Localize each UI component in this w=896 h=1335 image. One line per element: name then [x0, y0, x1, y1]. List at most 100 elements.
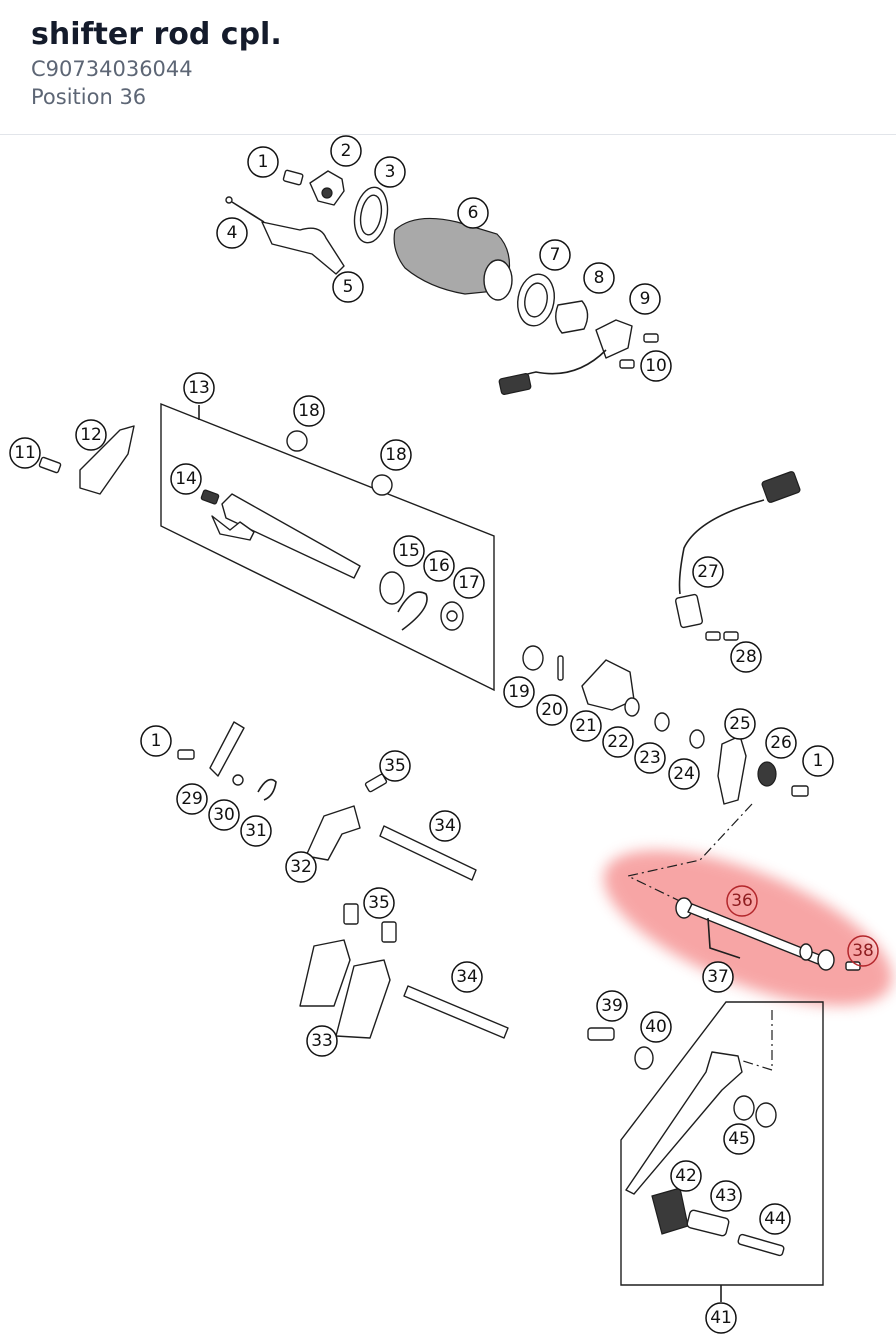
callout[interactable]: 40 — [640, 1011, 672, 1043]
callout[interactable]: 10 — [640, 350, 672, 382]
shift-drum-assembly — [225, 169, 659, 395]
callout[interactable]: 19 — [503, 676, 535, 708]
svg-text:21: 21 — [575, 716, 597, 736]
callout[interactable]: 28 — [730, 641, 762, 673]
callout[interactable]: 3 — [374, 156, 406, 188]
callout[interactable]: 32 — [285, 851, 317, 883]
callout[interactable]: 24 — [668, 758, 700, 790]
callout[interactable]: 18 — [380, 439, 412, 471]
svg-text:28: 28 — [735, 647, 757, 667]
callout[interactable]: 44 — [759, 1203, 791, 1235]
svg-text:2: 2 — [341, 141, 352, 161]
svg-text:26: 26 — [770, 733, 792, 753]
svg-text:1: 1 — [151, 731, 162, 751]
callout[interactable]: 41 — [705, 1302, 737, 1334]
callout[interactable]: 34 — [451, 961, 483, 993]
callout[interactable]: 1 — [247, 146, 279, 178]
svg-text:23: 23 — [639, 748, 661, 768]
svg-text:14: 14 — [175, 469, 197, 489]
page-title: shifter rod cpl. — [31, 17, 282, 52]
svg-text:36: 36 — [731, 891, 753, 911]
svg-text:5: 5 — [343, 277, 354, 297]
svg-text:38: 38 — [852, 941, 874, 961]
callout[interactable]: 21 — [570, 710, 602, 742]
shift-fork-parts — [177, 721, 509, 1039]
svg-text:44: 44 — [764, 1209, 786, 1229]
callout[interactable]: 1 — [140, 725, 172, 757]
callout[interactable]: 17 — [453, 567, 485, 599]
callout[interactable]: 35 — [379, 750, 411, 782]
callout[interactable]: 42 — [670, 1160, 702, 1192]
svg-text:7: 7 — [550, 245, 561, 265]
callout[interactable]: 34 — [429, 810, 461, 842]
svg-text:20: 20 — [541, 700, 563, 720]
callout[interactable]: 16 — [423, 550, 455, 582]
svg-text:42: 42 — [675, 1166, 697, 1186]
callout[interactable]: 15 — [393, 535, 425, 567]
callout[interactable]: 7 — [539, 239, 571, 271]
part-number: C90734036044 — [31, 57, 193, 81]
svg-text:22: 22 — [607, 732, 629, 752]
svg-text:18: 18 — [298, 401, 320, 421]
svg-text:32: 32 — [290, 857, 312, 877]
callout[interactable]: 1 — [802, 745, 834, 777]
svg-text:30: 30 — [213, 805, 235, 825]
callout[interactable]: 39 — [596, 990, 628, 1022]
callout[interactable]: 23 — [634, 742, 666, 774]
svg-text:4: 4 — [227, 223, 238, 243]
shift-lever-frame — [620, 1001, 824, 1286]
svg-text:18: 18 — [385, 445, 407, 465]
callout[interactable]: 33 — [306, 1025, 338, 1057]
callout[interactable]: 20 — [536, 694, 568, 726]
svg-text:6: 6 — [468, 203, 479, 223]
callout[interactable]: 43 — [710, 1180, 742, 1212]
callout[interactable]: 22 — [602, 726, 634, 758]
callout[interactable]: 9 — [629, 283, 661, 315]
svg-text:16: 16 — [428, 556, 450, 576]
callout[interactable]: 25 — [724, 708, 756, 740]
callout[interactable]: 31 — [240, 815, 272, 847]
callout[interactable]: 29 — [176, 783, 208, 815]
callout[interactable]: 14 — [170, 463, 202, 495]
callout[interactable]: 8 — [583, 262, 615, 294]
callout[interactable]: 35 — [363, 887, 395, 919]
callout[interactable]: 45 — [723, 1123, 755, 1155]
callout[interactable]: 38 — [847, 935, 879, 967]
callout[interactable]: 36 — [726, 885, 758, 917]
svg-text:41: 41 — [710, 1308, 732, 1328]
svg-text:19: 19 — [508, 682, 530, 702]
callout[interactable]: 37 — [702, 961, 734, 993]
svg-text:43: 43 — [715, 1186, 737, 1206]
svg-text:11: 11 — [14, 443, 36, 463]
callout[interactable]: 5 — [332, 271, 364, 303]
svg-text:35: 35 — [384, 756, 406, 776]
svg-text:15: 15 — [398, 541, 420, 561]
callout[interactable]: 11 — [9, 437, 41, 469]
svg-text:3: 3 — [385, 162, 396, 182]
svg-text:25: 25 — [729, 714, 751, 734]
shift-shaft-parts — [38, 425, 809, 805]
callout[interactable]: 13 — [183, 372, 215, 404]
callout[interactable]: 6 — [457, 197, 489, 229]
sensor-assembly — [674, 471, 801, 641]
callout[interactable]: 12 — [75, 419, 107, 451]
callout[interactable]: 26 — [765, 727, 797, 759]
svg-text:35: 35 — [368, 893, 390, 913]
svg-text:13: 13 — [188, 378, 210, 398]
svg-text:27: 27 — [697, 562, 719, 582]
svg-text:1: 1 — [813, 751, 824, 771]
callout[interactable]: 2 — [330, 135, 362, 167]
svg-text:10: 10 — [645, 356, 667, 376]
callout[interactable]: 4 — [216, 217, 248, 249]
callout[interactable]: 30 — [208, 799, 240, 831]
svg-text:17: 17 — [458, 573, 480, 593]
svg-text:37: 37 — [707, 967, 729, 987]
callout[interactable]: 27 — [692, 556, 724, 588]
page-header: shifter rod cpl. C90734036044 Position 3… — [0, 0, 896, 135]
svg-text:8: 8 — [594, 268, 605, 288]
svg-text:45: 45 — [728, 1129, 750, 1149]
svg-text:31: 31 — [245, 821, 267, 841]
svg-text:34: 34 — [456, 967, 478, 987]
shift-lever-parts — [587, 1027, 785, 1257]
callout[interactable]: 18 — [293, 395, 325, 427]
